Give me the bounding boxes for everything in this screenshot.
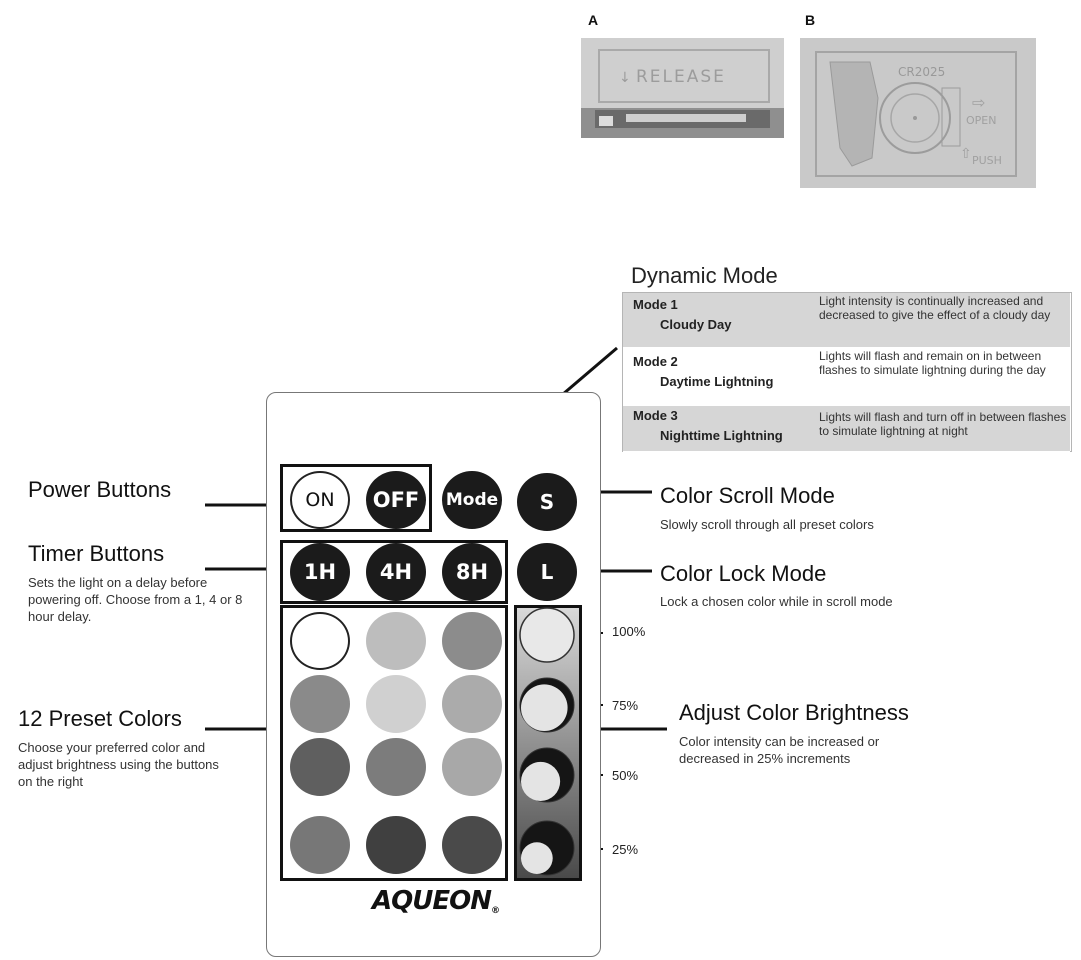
color-lock-title: Color Lock Mode (660, 561, 826, 587)
brightness-25-label: 25% (612, 842, 638, 857)
on-button[interactable]: ON (290, 471, 350, 529)
timer-8h-button[interactable]: 8H (442, 543, 502, 601)
preset-color-button[interactable] (366, 675, 426, 733)
timer-4h-button[interactable]: 4H (366, 543, 426, 601)
aqueon-logo: AQUEON® (372, 886, 499, 916)
brightness-title: Adjust Color Brightness (679, 700, 909, 726)
brightness-75-label: 75% (612, 698, 638, 713)
preset-color-button[interactable] (290, 612, 350, 670)
brightness-50-label: 50% (612, 768, 638, 783)
timer-buttons-title: Timer Buttons (28, 541, 164, 567)
brightness-100-label: 100% (612, 624, 645, 639)
preset-color-button[interactable] (442, 675, 502, 733)
mode-button[interactable]: Mode (442, 471, 502, 529)
power-buttons-title: Power Buttons (28, 477, 171, 503)
scroll-button[interactable]: S (517, 473, 577, 531)
preset-color-button[interactable] (366, 738, 426, 796)
preset-color-button[interactable] (366, 816, 426, 874)
preset-color-button[interactable] (442, 816, 502, 874)
brightness-75-button[interactable] (520, 678, 574, 732)
brightness-100-button[interactable] (520, 608, 574, 662)
preset-color-button[interactable] (442, 738, 502, 796)
brightness-desc: Color intensity can be increased or decr… (679, 733, 929, 767)
brightness-25-button[interactable] (520, 821, 574, 875)
timer-buttons-desc: Sets the light on a delay before powerin… (28, 574, 260, 625)
preset-color-button[interactable] (366, 612, 426, 670)
color-lock-desc: Lock a chosen color while in scroll mode (660, 593, 893, 610)
preset-colors-desc: Choose your preferred color and adjust b… (18, 739, 228, 790)
brightness-50-button[interactable] (520, 748, 574, 802)
timer-1h-button[interactable]: 1H (290, 543, 350, 601)
preset-colors-title: 12 Preset Colors (18, 706, 182, 732)
lock-button[interactable]: L (517, 543, 577, 601)
preset-color-button[interactable] (442, 612, 502, 670)
brightness-buttons (514, 605, 582, 881)
color-scroll-title: Color Scroll Mode (660, 483, 835, 509)
off-button[interactable]: OFF (366, 471, 426, 529)
preset-color-button[interactable] (290, 816, 350, 874)
preset-color-button[interactable] (290, 675, 350, 733)
color-scroll-desc: Slowly scroll through all preset colors (660, 516, 874, 533)
preset-color-button[interactable] (290, 738, 350, 796)
